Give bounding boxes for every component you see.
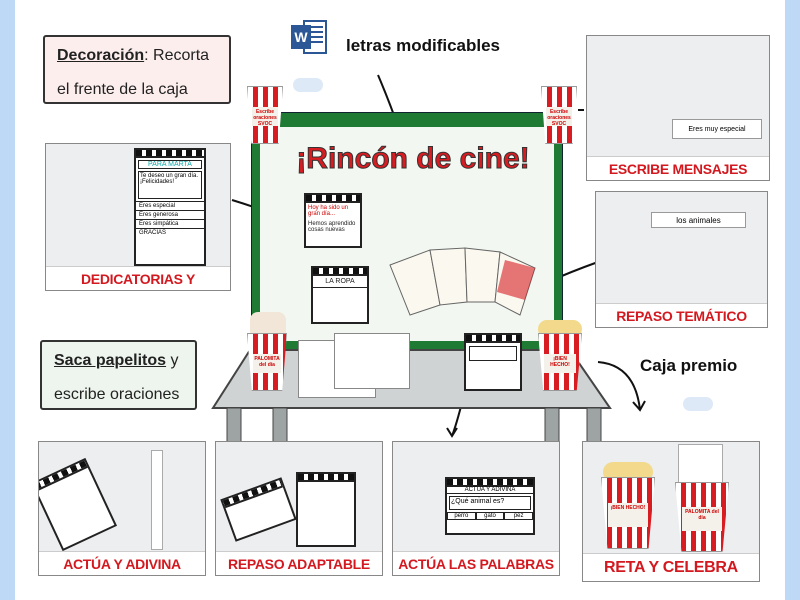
cloud-decoration xyxy=(683,397,713,411)
card-escribe-mensajes: Eres muy especial ESCRIBE MENSAJES xyxy=(586,35,770,181)
card-label: REPASO ADAPTABLE xyxy=(216,551,382,575)
saca-papelitos-note: Saca papelitos y escribe oraciones xyxy=(40,340,197,410)
table-clapboard xyxy=(464,333,522,391)
paper-strips xyxy=(250,312,286,334)
right-border xyxy=(785,0,800,600)
card-actua-adivina: ACTÚA Y ADIVINA xyxy=(38,441,206,576)
card-label: RETA Y CELEBRA xyxy=(583,553,759,581)
decoracion-note: Decoración: Recorta el frente de la caja xyxy=(43,35,231,104)
popcorn-cup-left: Escribe oraciones SVOC xyxy=(247,86,283,144)
card-label: ESCRIBE MENSAJES xyxy=(587,156,769,180)
card-reta-celebra: ¡BIEN HECHO! PALOMITA del día RETA Y CEL… xyxy=(582,441,760,582)
clapboard-topic-text: LA ROPA xyxy=(313,276,367,288)
table-cup-right: ¡BIEN HECHO! xyxy=(538,333,582,391)
editable-text-label: letras modificables xyxy=(346,36,501,55)
card-dedicatorias: PARA MARTA Te deseo un gran día. ¡Felici… xyxy=(45,143,231,291)
card-label: REPASO TEMÁTICO xyxy=(596,303,767,327)
saca-text: y escribe oraciones xyxy=(54,352,180,403)
saca-heading: Saca papelitos xyxy=(54,352,167,369)
cloud-decoration xyxy=(293,78,323,92)
clapboard-top-text: Hoy ha sido un gran día... xyxy=(308,205,349,217)
template-sheet xyxy=(334,333,410,389)
decoracion-heading: Decoración xyxy=(57,47,145,64)
card-actua-palabras: ACTÚA Y ADIVINA ¿Qué animal es? perro ga… xyxy=(392,441,560,576)
card-label: ACTÚA LAS PALABRAS xyxy=(393,551,559,575)
card-label: DEDICATORIAS Y MENSAJES xyxy=(46,266,230,290)
decoracion-text: : Recorta el frente de la caja xyxy=(57,47,210,98)
table-cup-left: PALOMITA del día xyxy=(247,333,287,391)
left-border xyxy=(0,0,15,600)
popcorn-box-template xyxy=(389,247,536,316)
card-clapboard: ACTÚA Y ADIVINA ¿Qué animal es? perro ga… xyxy=(445,477,535,535)
board-clapboard-topic: LA ROPA xyxy=(311,266,369,324)
card-repaso-adaptable: REPASO ADAPTABLE xyxy=(215,441,383,576)
word-icon: W xyxy=(291,17,329,57)
clapboard-body-text: Hemos aprendido cosas nuevas xyxy=(308,221,356,233)
board-title: ¡Rincón de cine! xyxy=(296,142,530,176)
card-label: ACTÚA Y ADIVINA xyxy=(39,551,205,575)
card-repaso-tematico: los animales REPASO TEMÁTICO xyxy=(595,191,768,328)
caja-premio-label: Caja premio xyxy=(640,356,738,375)
arrow-caja-premio xyxy=(597,361,641,411)
popcorn-cup-right: Escribe oraciones SVOC xyxy=(541,86,577,144)
board-clapboard: Hoy ha sido un gran día... Hemos aprendi… xyxy=(304,193,362,248)
card-clapboard: PARA MARTA Te deseo un gran día. ¡Felici… xyxy=(134,148,206,266)
